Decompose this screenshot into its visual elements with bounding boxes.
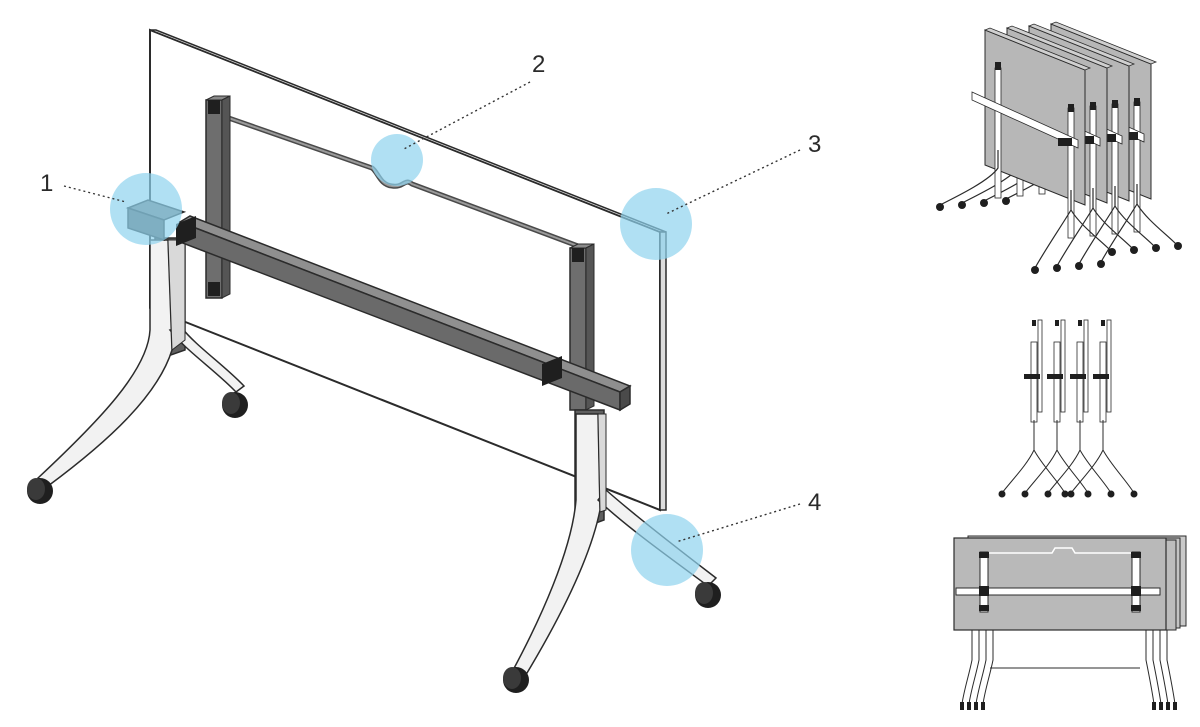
callout-numbers: 1 2 3 4 <box>40 51 821 516</box>
callout-label-3: 3 <box>808 131 821 158</box>
callout-label-4: 4 <box>808 489 821 516</box>
highlight-circle-1 <box>110 173 182 245</box>
main-beam <box>176 215 632 412</box>
side-table-4 <box>1067 319 1138 498</box>
callout-label-2: 2 <box>532 51 545 78</box>
highlight-circles <box>110 134 703 586</box>
main-table-view: 1 2 3 4 <box>27 28 821 693</box>
left-post <box>205 95 231 299</box>
nested-stack-side-view <box>998 319 1138 498</box>
left-casters <box>27 392 248 504</box>
nested-stack-front-view <box>953 535 1187 710</box>
right-casters <box>503 582 721 693</box>
nested-stack-isometric-view <box>936 21 1182 274</box>
side-table-1 <box>998 319 1069 498</box>
highlight-circle-2 <box>371 134 423 186</box>
tabletop <box>149 28 667 512</box>
leader-lines <box>63 81 801 543</box>
front-post-right <box>1131 551 1141 613</box>
highlight-circle-3 <box>620 188 692 260</box>
callout-label-1: 1 <box>40 170 53 197</box>
front-post-left <box>979 551 989 613</box>
side-table-3 <box>1044 319 1115 498</box>
stacked-table-1 <box>936 27 1116 274</box>
side-table-2 <box>1021 319 1092 498</box>
front-crossbar <box>955 587 1161 596</box>
highlight-circle-4 <box>631 514 703 586</box>
